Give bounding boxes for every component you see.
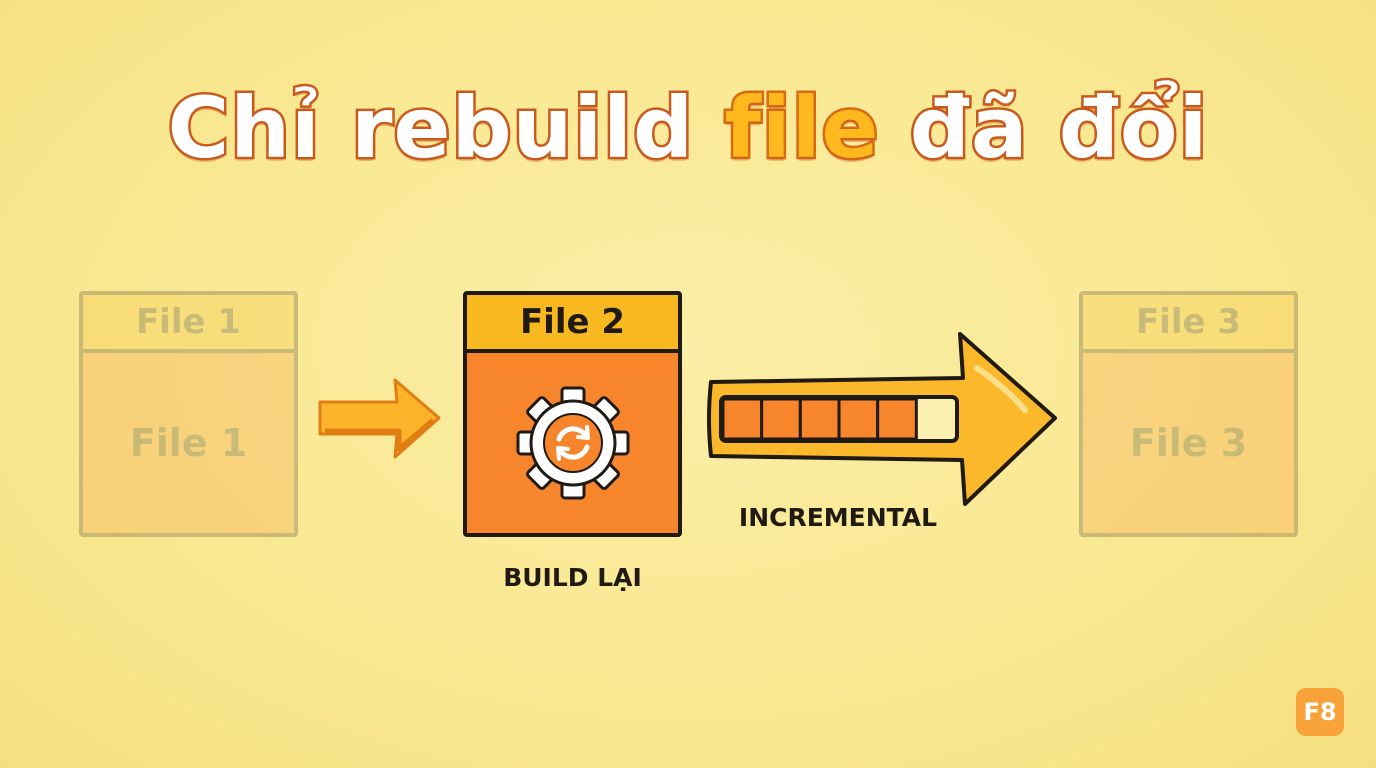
file-card-1: File 1 File 1 bbox=[79, 291, 298, 537]
file-card-1-body: File 1 bbox=[83, 353, 294, 533]
title-part1: Chỉ rebuild bbox=[165, 77, 725, 180]
progress-segment bbox=[798, 397, 841, 441]
file-card-3: File 3 File 3 bbox=[1079, 291, 1298, 537]
progress-segment bbox=[837, 397, 880, 441]
gear-sync-icon bbox=[516, 386, 629, 500]
file-card-2-header: File 2 bbox=[467, 295, 678, 353]
progress-segment bbox=[876, 397, 918, 441]
f8-logo: F8 bbox=[1296, 688, 1344, 736]
progress-segment bbox=[721, 397, 764, 441]
progress-segment bbox=[760, 397, 802, 441]
incremental-arrow bbox=[707, 332, 1057, 506]
title-highlight: file bbox=[722, 77, 881, 180]
build-label: BUILD LẠI bbox=[503, 563, 642, 592]
page-title: Chỉ rebuild file đã đổi bbox=[0, 77, 1376, 180]
small-arrow-icon bbox=[318, 378, 441, 459]
file-card-2: File 2 bbox=[463, 291, 682, 537]
file-card-3-header: File 3 bbox=[1083, 295, 1294, 353]
title-part2: đã đổi bbox=[879, 77, 1210, 180]
file-card-2-body bbox=[467, 353, 678, 533]
progress-fill bbox=[721, 397, 918, 441]
incremental-label: INCREMENTAL bbox=[738, 503, 938, 532]
file-card-3-body: File 3 bbox=[1083, 353, 1294, 533]
file-card-1-header: File 1 bbox=[83, 295, 294, 353]
